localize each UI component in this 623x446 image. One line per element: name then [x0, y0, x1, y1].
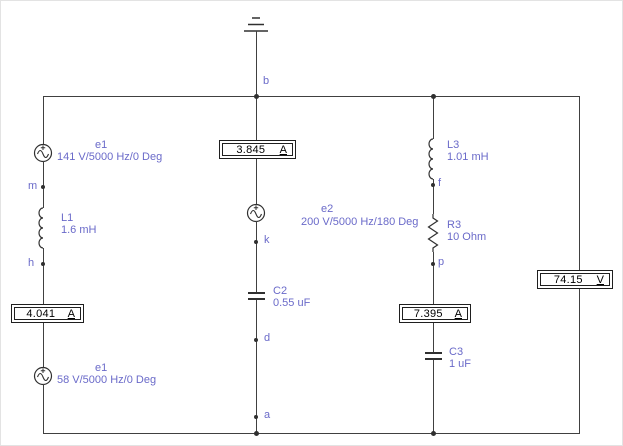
- inductor-l1-icon[interactable]: [37, 207, 49, 249]
- inductor-l3-value: 1.01 mH: [447, 151, 489, 163]
- inductor-l1-value: 1.6 mH: [61, 224, 97, 236]
- capacitor-c2-value: 0.55 uF: [273, 297, 311, 309]
- ammeter-left-unit: A: [67, 307, 75, 320]
- inductor-l1-name: L1: [61, 212, 74, 224]
- source-e2-value: 200 V/5000 Hz/180 Deg: [301, 216, 419, 228]
- wire-mid-2: [256, 159, 257, 204]
- node-dot-d: [254, 338, 258, 342]
- wire-right-5: [433, 360, 434, 434]
- wire-bottom-rail: [43, 433, 580, 434]
- wire-far-right-2: [579, 289, 580, 434]
- capacitor-c3-value: 1 uF: [449, 358, 472, 370]
- junction-dot-b: [254, 94, 259, 99]
- node-dot-m: [41, 185, 45, 189]
- ammeter-left-value: 4.041: [26, 307, 56, 320]
- junction-dot-right-bottom: [431, 431, 436, 436]
- wire-right-1: [433, 96, 434, 139]
- ammeter-middle-value: 3.845: [236, 143, 266, 156]
- wire-right-3: [433, 252, 434, 304]
- ammeter-right-unit: A: [454, 307, 462, 320]
- plus-terminal-icon: [253, 205, 259, 210]
- source-e1-bottom-name: e1: [95, 362, 108, 374]
- resistor-r3-name: R3: [447, 219, 462, 231]
- plus-terminal-icon: [40, 368, 46, 373]
- node-label-a: a: [264, 409, 271, 421]
- ammeter-middle-unit: A: [279, 143, 287, 156]
- capacitor-c2-plate-bottom[interactable]: [248, 298, 265, 300]
- node-label-d: d: [264, 332, 271, 344]
- sine-wave-icon: [249, 209, 263, 219]
- node-label-h: h: [28, 257, 35, 269]
- capacitor-c3-plate-top[interactable]: [425, 352, 442, 354]
- wire-left-2: [43, 161, 44, 208]
- voltmeter-right-value: 74.15: [553, 273, 583, 286]
- node-label-p: p: [438, 256, 445, 268]
- wire-top-rail: [43, 96, 580, 97]
- wire-left-5: [43, 384, 44, 434]
- ac-source-e1-bottom-icon[interactable]: [33, 366, 53, 386]
- ammeter-left[interactable]: 4.041 A: [11, 304, 84, 323]
- source-e1-top-name: e1: [95, 139, 108, 151]
- node-label-m: m: [28, 180, 38, 192]
- node-label-b: b: [263, 75, 270, 87]
- capacitor-c3-plate-bottom[interactable]: [425, 358, 442, 360]
- wire-ground-stem: [256, 31, 257, 96]
- resistor-r3-icon[interactable]: [427, 214, 439, 252]
- plus-terminal-icon: [40, 145, 46, 150]
- ammeter-right-value: 7.395: [413, 307, 443, 320]
- ac-source-e1-top-icon[interactable]: [33, 143, 53, 163]
- capacitor-c2-plate-top[interactable]: [248, 292, 265, 294]
- inductor-l3-name: L3: [447, 139, 460, 151]
- wire-left-3: [43, 248, 44, 304]
- wire-far-right-1: [579, 96, 580, 270]
- junction-dot-mid-bottom: [254, 431, 259, 436]
- node-dot-f: [431, 183, 435, 187]
- source-e2-name: e2: [321, 203, 334, 215]
- wire-mid-1: [256, 96, 257, 140]
- voltmeter-right-unit: V: [596, 273, 604, 286]
- ammeter-right[interactable]: 7.395 A: [399, 304, 471, 323]
- wire-left-1: [43, 96, 44, 145]
- capacitor-c2-name: C2: [273, 285, 288, 297]
- node-label-k: k: [264, 234, 270, 246]
- node-dot-k: [254, 240, 258, 244]
- resistor-r3-value: 10 Ohm: [447, 231, 487, 243]
- node-dot-h: [41, 262, 45, 266]
- wire-right-2: [433, 179, 434, 214]
- source-e1-top-value: 141 V/5000 Hz/0 Deg: [57, 151, 163, 163]
- node-label-f: f: [438, 177, 442, 189]
- node-dot-p: [431, 262, 435, 266]
- source-e1-bottom-value: 58 V/5000 Hz/0 Deg: [57, 374, 157, 386]
- wire-right-4: [433, 323, 434, 352]
- wire-mid-4: [256, 300, 257, 434]
- wire-mid-3: [256, 221, 257, 292]
- node-dot-a: [254, 415, 258, 419]
- capacitor-c3-name: C3: [449, 346, 464, 358]
- sine-wave-icon: [36, 372, 50, 382]
- voltmeter-right[interactable]: 74.15 V: [537, 270, 613, 289]
- ac-source-e2-icon[interactable]: [246, 203, 266, 223]
- sine-wave-icon: [36, 149, 50, 159]
- ammeter-middle[interactable]: 3.845 A: [219, 140, 296, 159]
- inductor-l3-icon[interactable]: [427, 138, 439, 180]
- wire-left-4: [43, 323, 44, 367]
- junction-dot-right-top: [431, 94, 436, 99]
